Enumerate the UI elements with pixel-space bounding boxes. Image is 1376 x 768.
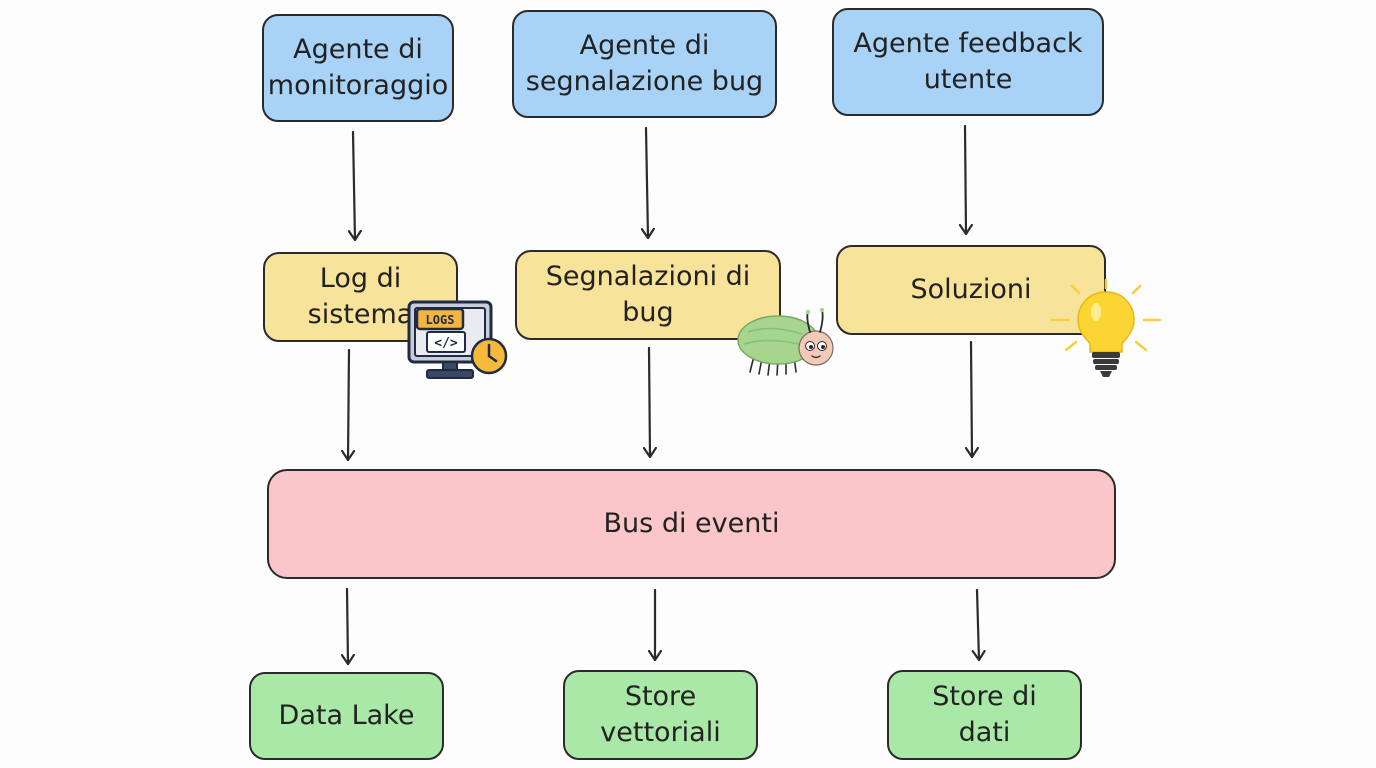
logs-monitor-icon: LOGS </>: [407, 300, 508, 379]
logs-badge-text: LOGS: [426, 313, 455, 327]
agent-bug-report-label: Agente di segnalazione bug: [525, 30, 764, 97]
agent-bug-report-box: Agente di segnalazione bug: [512, 10, 777, 118]
arrow-source3-to-bus: [971, 340, 972, 459]
logs-code-glyph: </>: [434, 336, 458, 351]
arrow-source1-to-bus: [348, 348, 349, 462]
system-logs-label: Log di sistema: [307, 263, 414, 330]
agent-monitoring-label: Agente di monitoraggio: [267, 34, 449, 101]
bug-reports-box: Segnalazioni di bug: [515, 250, 781, 340]
vector-store-label: Store vettoriali: [600, 681, 721, 748]
arrow-source2-to-bus: [649, 346, 650, 459]
agent-user-feedback-box: Agente feedback utente: [832, 8, 1104, 116]
arrow-bus-to-store3: [977, 588, 979, 662]
event-bus-label: Bus di eventi: [603, 508, 780, 540]
data-store-box: Store di dati: [887, 670, 1082, 760]
arrow-agent1-to-source1: [353, 130, 355, 242]
event-bus-box: Bus di eventi: [267, 469, 1116, 579]
arrow-agent2-to-source2: [646, 126, 648, 240]
data-lake-box: Data Lake: [249, 672, 444, 760]
agent-monitoring-box: Agente di monitoraggio: [262, 14, 454, 122]
solutions-label: Soluzioni: [910, 274, 1032, 306]
vector-store-box: Store vettoriali: [563, 670, 758, 760]
arrow-bus-to-store1: [347, 587, 348, 666]
agent-user-feedback-label: Agente feedback utente: [853, 28, 1083, 95]
data-lake-label: Data Lake: [278, 700, 415, 732]
arrow-agent3-to-source3: [965, 124, 966, 236]
lightbulb-icon: [1050, 278, 1162, 377]
bug-reports-label: Segnalazioni di bug: [545, 261, 751, 328]
bug-icon: [737, 307, 834, 376]
data-store-label: Store di dati: [932, 681, 1037, 748]
